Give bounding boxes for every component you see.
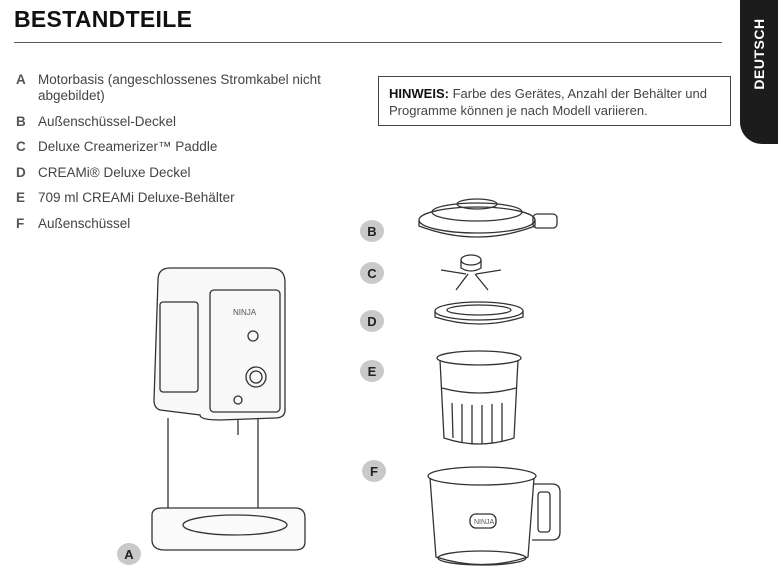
part-letter: D	[16, 164, 26, 180]
part-label: 709 ml CREAMi Deluxe-Behälter	[38, 190, 235, 205]
part-letter: E	[16, 190, 26, 205]
figure-badge-a: A	[117, 543, 141, 565]
part-item: C Deluxe Creamerizer™ Paddle	[16, 139, 358, 155]
language-tab: DEUTSCH	[740, 0, 778, 144]
part-item: F Außenschüssel	[16, 216, 358, 232]
note-box: HINWEIS: Farbe des Gerätes, Anzahl der B…	[378, 76, 731, 126]
part-letter: A	[16, 72, 26, 87]
brand-logo: NINJA	[233, 308, 257, 317]
part-label: Deluxe Creamerizer™ Paddle	[38, 139, 218, 154]
outer-bowl-lid-illustration	[418, 198, 558, 238]
outer-bowl-illustration: NINJA	[427, 466, 561, 566]
language-tab-label: DEUTSCH	[751, 18, 767, 90]
part-item: E 709 ml CREAMi Deluxe-Behälter	[16, 190, 358, 206]
note-label: HINWEIS:	[389, 86, 449, 101]
motor-base-illustration: NINJA	[151, 267, 306, 551]
figure-badge-d: D	[360, 310, 384, 332]
part-letter: C	[16, 139, 26, 154]
paddle-illustration	[440, 254, 502, 291]
creami-lid-illustration	[434, 301, 524, 325]
part-label: Außenschüssel	[38, 215, 131, 231]
part-label: Außenschüssel-Deckel	[38, 113, 177, 129]
figure-badge-c: C	[360, 262, 384, 284]
note-text: Farbe des Gerätes, Anzahl der Behälter u…	[389, 86, 707, 118]
part-item: B Außenschüssel-Deckel	[16, 114, 358, 130]
brand-logo: NINJA	[474, 519, 495, 526]
page-title: BESTANDTEILE	[14, 6, 193, 32]
figure-badge-f: F	[362, 460, 386, 482]
container-illustration	[436, 350, 522, 445]
figure-badge-e: E	[360, 360, 384, 382]
part-label: CREAMi® Deluxe Deckel	[38, 164, 191, 180]
title-divider	[14, 42, 722, 43]
part-item: D CREAMi® Deluxe Deckel	[16, 165, 358, 181]
part-label: Motorbasis (angeschlossenes Stromkabel n…	[38, 72, 321, 103]
part-letter: B	[16, 113, 26, 129]
part-item: A Motorbasis (angeschlossenes Stromkabel …	[16, 72, 358, 104]
parts-list: A Motorbasis (angeschlossenes Stromkabel …	[16, 72, 358, 241]
figure-badge-b: B	[360, 220, 384, 242]
part-letter: F	[16, 215, 25, 231]
